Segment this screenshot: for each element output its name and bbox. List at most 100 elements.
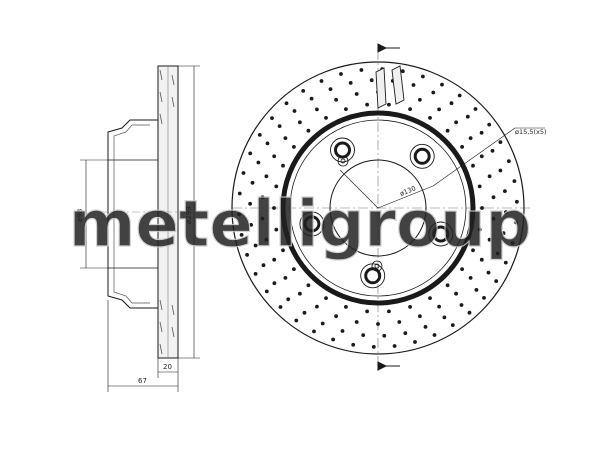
- drilled-hole: [292, 145, 296, 149]
- drilled-hole: [309, 96, 314, 101]
- bolt-holes: [299, 137, 454, 289]
- disc-thickness-label: 20: [163, 363, 172, 371]
- drilled-hole: [272, 257, 277, 262]
- drilled-hole: [315, 107, 319, 112]
- drilled-hole: [423, 325, 428, 329]
- drilled-hole: [371, 345, 376, 349]
- drilled-hole: [376, 322, 380, 326]
- drilled-hole: [428, 116, 432, 120]
- section-arrows: [377, 43, 400, 371]
- side-view: ø98 ø299 67 20: [76, 65, 200, 392]
- side-dimensions: [80, 65, 200, 392]
- drilled-hole: [294, 318, 299, 323]
- drilled-hole: [241, 171, 246, 175]
- drilled-hole: [437, 107, 441, 112]
- drilled-hole: [440, 82, 444, 87]
- drilled-hole: [457, 93, 462, 98]
- direction-marks: [375, 65, 405, 109]
- bolt-hole-label: ø15,5(x5): [515, 128, 547, 136]
- drilled-hole: [281, 163, 285, 168]
- drilled-hole: [487, 237, 492, 242]
- drilled-hole: [515, 199, 519, 204]
- locating-holes: [337, 155, 383, 272]
- watermark: metelligroup: [69, 188, 532, 262]
- hat-profile: [107, 119, 158, 309]
- hub-bore: [329, 159, 427, 257]
- drilled-hole: [319, 79, 324, 83]
- drilled-hole: [260, 195, 265, 200]
- drilled-hole: [503, 189, 507, 194]
- drilled-hole: [334, 314, 338, 319]
- drilled-hole: [361, 333, 366, 337]
- drilled-hole: [354, 320, 359, 324]
- drilled-hole: [465, 114, 470, 119]
- drilled-hole: [359, 68, 364, 72]
- drilled-hole: [403, 331, 408, 335]
- drilled-hole: [264, 237, 269, 242]
- drilled-hole: [324, 296, 328, 300]
- drilled-hole: [306, 128, 311, 133]
- drilled-hole: [256, 160, 261, 165]
- drilled-hole: [442, 315, 447, 320]
- drilled-hole: [431, 90, 436, 95]
- drilled-hole: [277, 124, 282, 128]
- drilled-hole: [278, 305, 283, 309]
- drilled-hole: [400, 69, 405, 74]
- drilled-hole: [265, 141, 270, 146]
- drilled-hole: [460, 267, 464, 271]
- drilled-hole: [328, 87, 333, 91]
- drilled-hole: [249, 223, 254, 227]
- overall-height-label: 67: [138, 377, 147, 385]
- drilled-hole: [408, 305, 412, 309]
- drilled-hole: [324, 116, 328, 120]
- drilled-hole: [408, 107, 412, 111]
- drilled-hole: [264, 289, 269, 294]
- drilled-hole: [494, 279, 499, 283]
- drilled-hole: [245, 253, 250, 257]
- drilled-hole: [473, 107, 478, 111]
- drilled-hole: [467, 310, 472, 315]
- drilled-hole: [264, 174, 269, 179]
- drilled-hole: [432, 333, 437, 337]
- outer-diameter-label: ø299: [185, 206, 193, 224]
- drilled-hole: [284, 101, 289, 106]
- drilled-hole: [274, 227, 279, 232]
- drilled-hole: [253, 243, 258, 248]
- drilled-hole: [344, 107, 348, 111]
- drilled-hole: [298, 291, 302, 296]
- drilled-hole: [491, 195, 496, 200]
- bolt-hole: [330, 137, 355, 163]
- drilled-hole: [479, 154, 484, 159]
- drilled-hole: [286, 297, 291, 302]
- drilled-hole: [334, 97, 338, 102]
- drilled-hole: [340, 329, 345, 333]
- drilled-hole: [248, 151, 253, 156]
- drilled-hole: [498, 140, 503, 145]
- drilled-hole: [503, 260, 508, 265]
- drilled-hole: [514, 220, 519, 225]
- drilled-hole: [250, 180, 255, 185]
- drilled-hole: [281, 248, 285, 253]
- vent-marks: [159, 69, 175, 355]
- drilled-hole: [486, 270, 491, 275]
- drilled-hole: [320, 321, 325, 326]
- drilled-hole: [487, 122, 492, 127]
- drilled-hole: [301, 89, 306, 93]
- drilled-hole: [302, 310, 307, 315]
- drilled-hole: [283, 276, 288, 280]
- drilled-hole: [270, 116, 274, 120]
- drilled-hole: [354, 92, 359, 96]
- drilled-hole: [498, 168, 503, 173]
- drilled-hole: [477, 184, 482, 189]
- hat-step: [289, 119, 467, 297]
- drilled-hole: [351, 342, 356, 347]
- drilled-hole: [482, 296, 486, 300]
- drilled-hole: [507, 159, 511, 164]
- drilled-hole: [298, 120, 302, 125]
- drilled-hole: [491, 216, 496, 221]
- drilled-hole: [369, 78, 374, 83]
- drilled-hole: [365, 309, 369, 314]
- drilled-hole: [365, 102, 369, 107]
